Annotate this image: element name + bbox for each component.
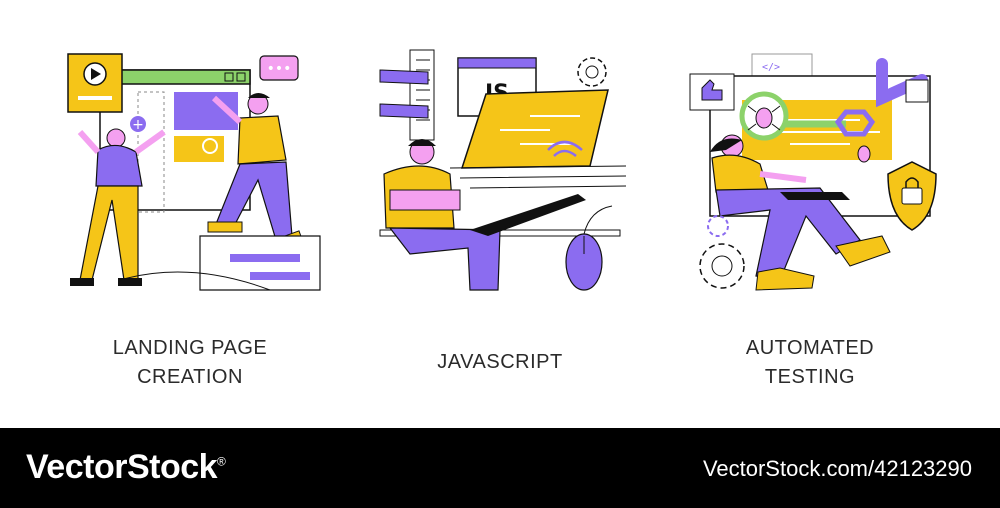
- landing-page-art: ••• +: [67, 53, 321, 291]
- landing-page-illustration: ••• +: [40, 40, 340, 300]
- automated-testing-art: </>: [689, 53, 937, 291]
- svg-text:•••: •••: [267, 61, 292, 77]
- caption-automated-testing: AUTOMATED TESTING: [745, 337, 875, 388]
- svg-text:</>: </>: [762, 62, 780, 73]
- svg-text:+: +: [132, 117, 144, 133]
- registered-mark: ®: [217, 454, 226, 469]
- caption-javascript: JAVASCRIPT: [437, 351, 563, 373]
- image-url-text: VectorStock.com/42123290: [702, 456, 972, 481]
- automated-testing-illustration: </>: [660, 40, 960, 300]
- watermark-footer: VectorStock® VectorStock.com/42123290: [0, 428, 1000, 508]
- vectorstock-logo: VectorStock®: [26, 448, 226, 487]
- brand-name: VectorStock: [26, 448, 218, 486]
- javascript-art: JS: [379, 49, 627, 291]
- javascript-developer-illustration: JS: [350, 40, 650, 300]
- caption-landing-page-creation: LANDING PAGE CREATION: [112, 337, 268, 388]
